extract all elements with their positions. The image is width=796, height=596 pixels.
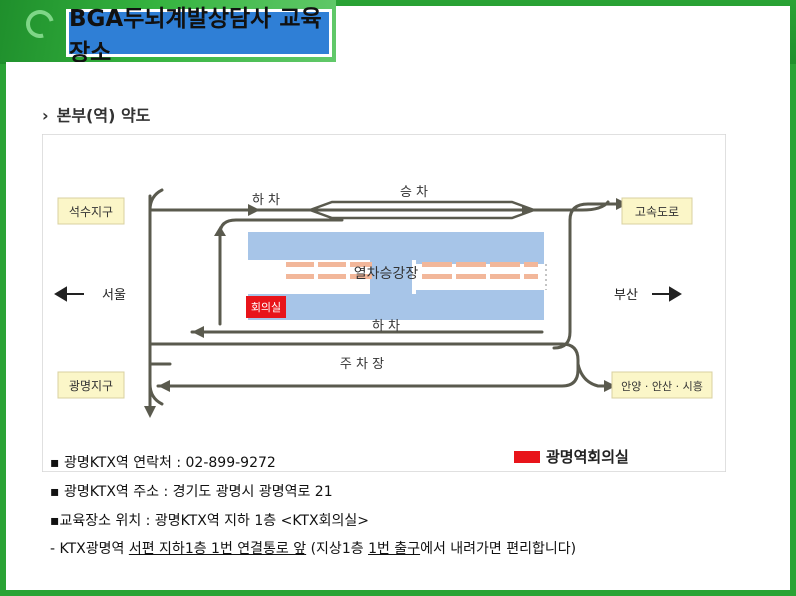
direction-arrows (54, 286, 682, 302)
label-unload-top: 하 차 (252, 193, 280, 208)
track-seg (524, 274, 538, 279)
directions-prefix: - KTX광명역 (50, 541, 129, 557)
meeting-room-marker (246, 296, 286, 318)
road-right-lower (576, 362, 618, 388)
section-heading: › 본부(역) 약도 (42, 102, 150, 126)
track-seg (456, 262, 486, 267)
road-left-curve-top (148, 188, 164, 212)
arrow-head (192, 326, 204, 338)
arrow-head (522, 206, 534, 214)
track-seg (490, 262, 520, 267)
track-seg (422, 262, 452, 267)
info-line-location: ▪교육장소 위치 : 광명KTX역 지하 1층 <KTX회의실> (50, 513, 369, 529)
station-map: 회의실 열차승강장 (42, 134, 726, 472)
platform-right-wing-low (416, 290, 544, 300)
track-seg (422, 274, 452, 279)
region-top-right: 고속도로 (635, 205, 679, 219)
track-seg (286, 262, 314, 267)
arrow-head (214, 226, 226, 236)
region-box-top-left (57, 197, 125, 225)
track-seg (524, 262, 538, 267)
busan-arrow-head (669, 286, 682, 302)
info-line-address: ▪ 광명KTX역 주소 : 경기도 광명시 광명역로 21 (50, 484, 333, 500)
boarding-lane-lower (309, 208, 535, 220)
track-seg (350, 274, 372, 279)
info-line-directions: - KTX광명역 서편 지하1층 1번 연결통로 앞 (지상1층 1번 출구에서… (50, 538, 576, 558)
info-line-contact: ▪ 광명KTX역 연락처 : 02-899-9272 (50, 455, 276, 471)
track-seg (490, 274, 520, 279)
label-board: 승 차 (400, 185, 428, 200)
boarding-lane-upper (309, 200, 535, 212)
track-seg (286, 274, 314, 279)
track-seg (350, 262, 372, 267)
arrow-head (248, 204, 260, 216)
legend: 광명역회의실 (514, 446, 629, 467)
section-heading-text: 본부(역) 약도 (56, 106, 151, 125)
region-top-left: 석수지구 (69, 205, 113, 219)
label-unload-bottom: 하 차 (372, 319, 400, 334)
title-box: BGA두뇌계발상담사 교육장소 (66, 6, 332, 66)
legend-swatch (514, 450, 540, 463)
region-box-top-right (621, 197, 693, 225)
road-right-outer (568, 202, 630, 222)
platform-core (370, 254, 412, 300)
region-bottom-right: 안양 · 안산 · 시흥 (621, 379, 703, 393)
arrow-head (604, 380, 616, 392)
label-seoul: 서울 (102, 288, 126, 303)
track-seg (318, 262, 346, 267)
road-right-vertical (552, 218, 572, 350)
seoul-arrow-head (54, 286, 67, 302)
directions-middle: (지상1층 (306, 541, 369, 557)
label-busan: 부산 (614, 288, 638, 303)
road-left-curve-bot (148, 382, 164, 406)
track-seg (456, 274, 486, 279)
legend-label: 광명역회의실 (546, 448, 629, 466)
region-box-bottom-right (611, 371, 713, 399)
track-segments (286, 262, 538, 279)
meeting-room-label: 회의실 (251, 301, 281, 314)
platform-label: 열차승강장 (354, 266, 419, 282)
label-parking: 주 차 장 (340, 357, 384, 372)
track-seg (318, 274, 346, 279)
road-network (148, 188, 630, 414)
title-tab: BGA두뇌계발상담사 교육장소 (0, 0, 336, 62)
arrow-head (144, 406, 156, 418)
chevron-right-icon: › (42, 106, 49, 125)
platform-right-wing (416, 254, 544, 264)
swirl-icon (20, 4, 60, 44)
directions-passage: 서편 지하1층 1번 연결통로 앞 (128, 541, 307, 557)
directions-exit: 1번 출구 (368, 541, 421, 557)
page-title: BGA두뇌계발상담사 교육장소 (69, 6, 322, 66)
region-box-bottom-left (57, 371, 125, 399)
boarding-lane (309, 200, 535, 220)
region-bottom-left: 광명지구 (69, 379, 113, 393)
arrow-head (158, 380, 170, 392)
directions-suffix: 에서 내려가면 편리합니다) (420, 541, 577, 557)
